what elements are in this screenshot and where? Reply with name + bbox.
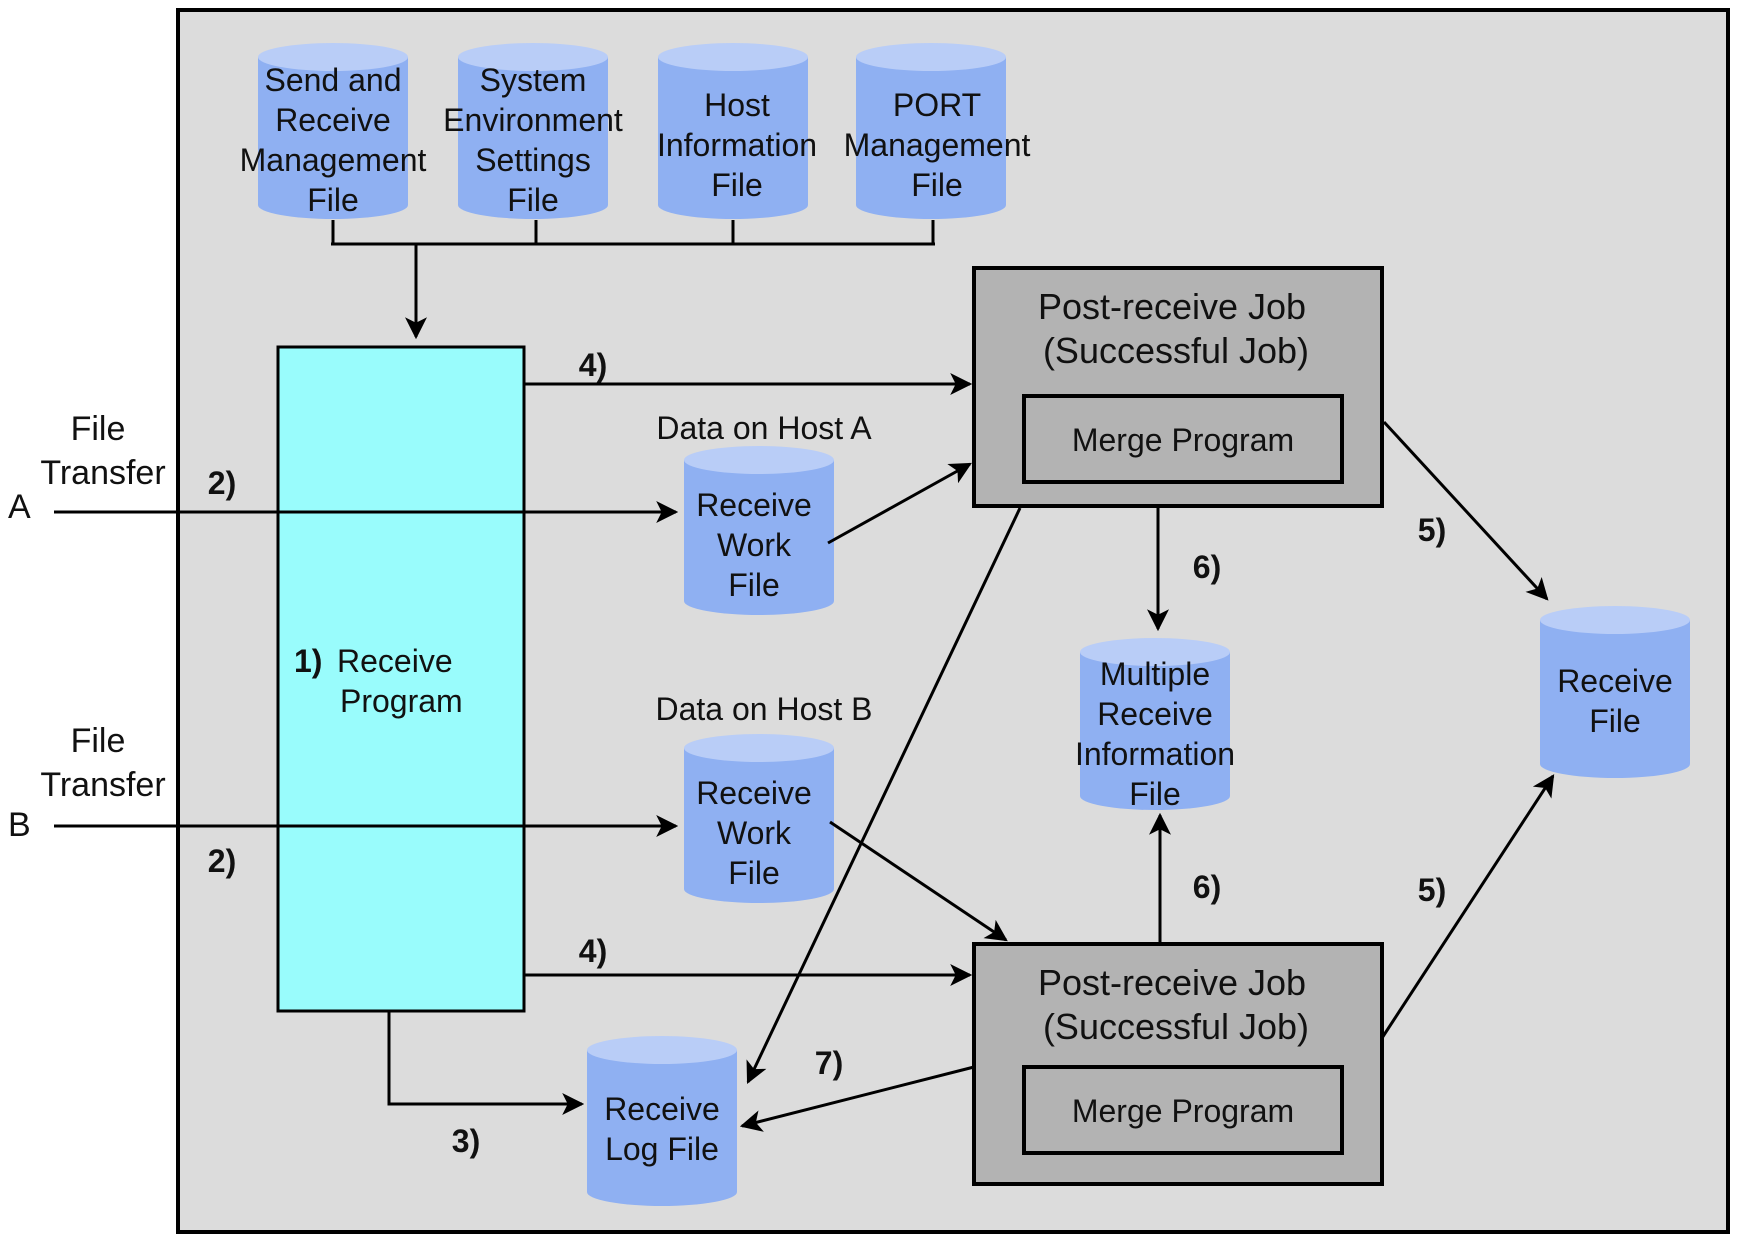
receive-program-box bbox=[276, 345, 526, 1013]
file-label: Receive bbox=[696, 775, 812, 811]
job-title: (Successful Job) bbox=[1043, 1006, 1309, 1047]
db-file-label: Management bbox=[240, 142, 427, 178]
file-label: File bbox=[728, 855, 780, 891]
step-label: 3) bbox=[452, 1123, 480, 1159]
arrow-work-b-to-job bbox=[829, 820, 1008, 942]
port-management-file: PORT Management File bbox=[844, 43, 1031, 219]
db-file-label: System bbox=[480, 62, 587, 98]
db-file-label: PORT bbox=[893, 87, 981, 123]
receive-program-label: Receive bbox=[337, 643, 453, 679]
file-label: Multiple bbox=[1100, 656, 1210, 692]
host-information-file: Host Information File bbox=[657, 43, 817, 219]
arrow-3 bbox=[387, 1011, 585, 1115]
host-a-caption: Data on Host A bbox=[656, 410, 872, 446]
step-label: 5) bbox=[1418, 512, 1446, 548]
post-receive-job-top: Post-receive Job (Successful Job) Merge … bbox=[972, 266, 1384, 508]
input-caption: Transfer bbox=[40, 766, 165, 804]
step-label: 7) bbox=[815, 1045, 843, 1081]
job-title: (Successful Job) bbox=[1043, 330, 1309, 371]
merge-program-box bbox=[1022, 394, 1344, 484]
db-file-label: Send and bbox=[264, 62, 401, 98]
send-receive-management-file: Send and Receive Management File bbox=[240, 43, 427, 219]
multiple-receive-information-file: Multiple Receive Information File bbox=[1075, 638, 1235, 812]
file-label: Receive bbox=[696, 487, 812, 523]
input-caption: File bbox=[71, 410, 126, 448]
step-label: 4) bbox=[579, 933, 607, 969]
file-label: Receive bbox=[1097, 696, 1213, 732]
db-file-label: Settings bbox=[475, 142, 591, 178]
file-transfer-b: File Transfer B bbox=[8, 722, 679, 844]
step-label: 6) bbox=[1193, 869, 1221, 905]
job-title: Post-receive Job bbox=[1038, 286, 1306, 327]
merge-program-label: Merge Program bbox=[1072, 1093, 1294, 1129]
db-file-label: Environment bbox=[443, 102, 623, 138]
input-letter: A bbox=[8, 488, 31, 526]
file-label: Receive bbox=[604, 1091, 720, 1127]
db-file-label: Receive bbox=[275, 102, 391, 138]
post-receive-job-bottom: Post-receive Job (Successful Job) Merge … bbox=[972, 942, 1384, 1186]
db-file-label: File bbox=[307, 182, 359, 218]
file-label: Log File bbox=[605, 1131, 719, 1167]
file-label: File bbox=[1129, 776, 1181, 812]
arrow-5-top bbox=[1382, 420, 1549, 601]
input-letter: B bbox=[8, 806, 31, 844]
db-file-label: File bbox=[507, 182, 559, 218]
step-label: 2) bbox=[208, 465, 236, 501]
merge-program-label: Merge Program bbox=[1072, 422, 1294, 458]
file-label: Receive bbox=[1557, 663, 1673, 699]
receive-log-file: Receive Log File bbox=[587, 1036, 737, 1206]
step-label: 4) bbox=[579, 347, 607, 383]
file-label: File bbox=[1589, 703, 1641, 739]
file-transfer-a: File Transfer A bbox=[8, 410, 679, 526]
job-title: Post-receive Job bbox=[1038, 962, 1306, 1003]
input-caption: Transfer bbox=[40, 454, 165, 492]
host-b-caption: Data on Host B bbox=[656, 691, 873, 727]
system-environment-settings-file: System Environment Settings File bbox=[443, 43, 623, 219]
step-label: 6) bbox=[1193, 549, 1221, 585]
db-file-label: File bbox=[711, 167, 763, 203]
db-file-label: Host bbox=[704, 87, 770, 123]
receive-work-file-a: Receive Work File bbox=[684, 446, 834, 615]
file-label: Work bbox=[717, 527, 792, 563]
db-file-label: Management bbox=[844, 127, 1031, 163]
file-label: Information bbox=[1075, 736, 1235, 772]
file-label: File bbox=[728, 567, 780, 603]
step-label: 2) bbox=[208, 843, 236, 879]
merge-program-box bbox=[1022, 1065, 1344, 1155]
step-label: 5) bbox=[1418, 872, 1446, 908]
arrow-7-bottom bbox=[739, 1065, 975, 1132]
receive-work-file-b: Receive Work File bbox=[684, 734, 834, 903]
arrow-7-top bbox=[746, 507, 1022, 1084]
db-file-label: File bbox=[911, 167, 963, 203]
arrow-5-bottom bbox=[1380, 774, 1555, 1039]
receive-file: Receive File bbox=[1540, 606, 1690, 778]
receive-program-label: Program bbox=[340, 683, 463, 719]
file-label: Work bbox=[717, 815, 792, 851]
files-connector bbox=[331, 220, 935, 340]
flow-arrows bbox=[387, 373, 1555, 1132]
arrow-work-a-to-job bbox=[827, 462, 972, 545]
input-caption: File bbox=[71, 722, 126, 760]
step-number: 1) bbox=[294, 643, 322, 679]
db-file-label: Information bbox=[657, 127, 817, 163]
